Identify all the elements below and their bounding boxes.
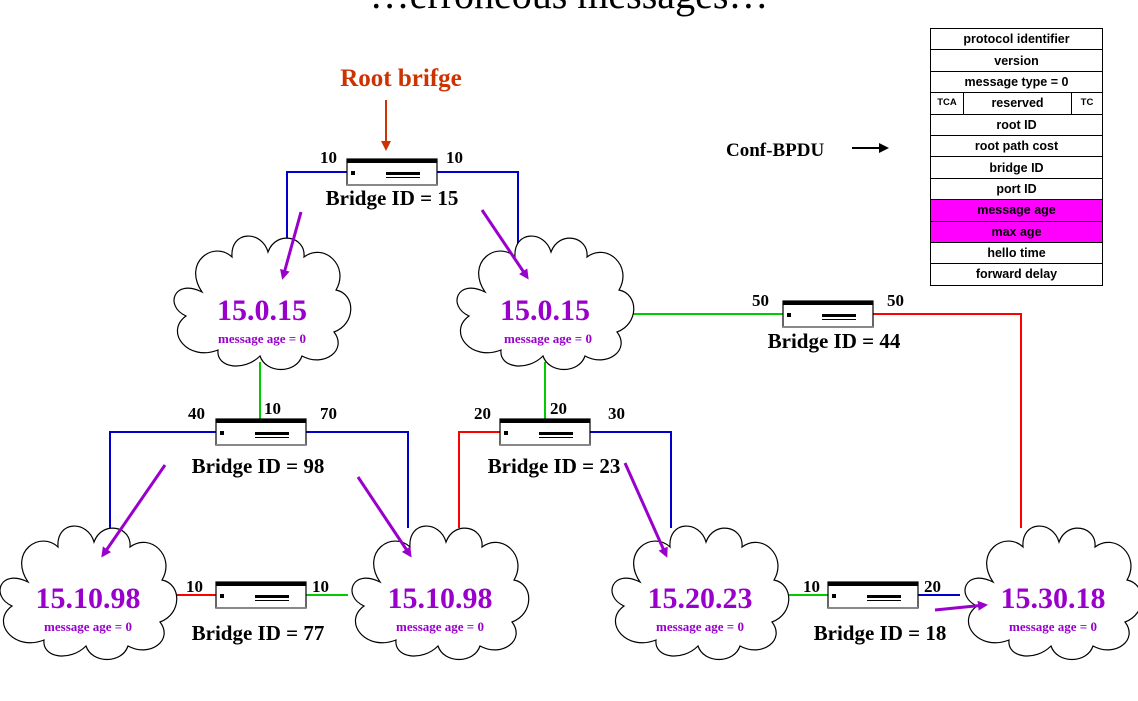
arrow-b15-lan2 (480, 209, 529, 280)
slide-title: …erroneous messages… (370, 0, 769, 17)
b98-port-top: 10 (264, 399, 281, 418)
arrow-b15-lan1 (280, 211, 303, 280)
b15-port-right: 10 (446, 148, 463, 167)
b23-port-right: 30 (608, 404, 625, 423)
link-b15-lan1 (286, 171, 347, 252)
lan2-sub: message age = 0 (504, 331, 592, 346)
link-b15-lan2 (436, 171, 519, 252)
field-root-path-cost: root path cost (930, 134, 1103, 158)
lan5-sub: message age = 0 (656, 619, 744, 634)
bridge-23-switch-icon (499, 418, 591, 446)
field-forward-delay: forward delay (930, 263, 1103, 286)
conf-bpdu-label: Conf-BPDU (726, 140, 824, 161)
b15-label: Bridge ID = 15 (326, 186, 459, 210)
field-root-id: root ID (930, 113, 1103, 136)
lan1-sub: message age = 0 (218, 331, 306, 346)
b44-port-left: 50 (752, 291, 769, 310)
field-port-id: port ID (930, 177, 1103, 201)
b18-port-right: 20 (924, 577, 941, 596)
lan2-name: 15.0.15 (500, 294, 590, 327)
bridge-77-switch-icon (215, 581, 307, 609)
link-b44-lan6 (872, 313, 1022, 528)
b77-port-right: 10 (312, 577, 329, 596)
b23-port-left: 20 (474, 404, 491, 423)
b44-label: Bridge ID = 44 (768, 329, 901, 353)
lan3-name: 15.10.98 (36, 582, 141, 615)
b23-port-top: 20 (550, 399, 567, 418)
b15-port-left: 10 (320, 148, 337, 167)
arrow-b98-lan3 (101, 464, 167, 558)
lan1-name: 15.0.15 (217, 294, 307, 327)
link-b98-lan4 (306, 431, 409, 528)
lan4-name: 15.10.98 (388, 582, 493, 615)
b98-port-right: 70 (320, 404, 337, 423)
bridge-98-switch-icon (215, 418, 307, 446)
lan-text: 15.0.15 message age = 0 15.0.15 message … (36, 294, 1106, 634)
field-message-age: message age (930, 199, 1103, 222)
b98-label: Bridge ID = 98 (192, 454, 325, 478)
b77-label: Bridge ID = 77 (192, 621, 325, 645)
b44-port-right: 50 (887, 291, 904, 310)
b18-port-left: 10 (803, 577, 820, 596)
b98-port-left: 40 (188, 404, 205, 423)
lan4-sub: message age = 0 (396, 619, 484, 634)
b18-label: Bridge ID = 18 (814, 621, 947, 645)
arrow-b98-lan4 (356, 476, 412, 558)
arrow-b18-lan6 (934, 600, 988, 612)
lan6-name: 15.30.18 (1001, 582, 1106, 615)
bpdu-format-table: protocol identifier version message type… (930, 27, 1103, 286)
field-protocol-identifier: protocol identifier (930, 27, 1103, 51)
field-bridge-id: bridge ID (930, 156, 1103, 179)
field-max-age: max age (930, 220, 1103, 243)
field-version: version (930, 49, 1103, 72)
b77-port-left: 10 (186, 577, 203, 596)
bridge-text: Bridge ID = 15 10 10 Bridge ID = 44 50 5… (186, 148, 946, 645)
root-bridge-label: Root brifge (340, 65, 462, 92)
field-hello-time: hello time (930, 241, 1103, 265)
lan5-name: 15.20.23 (648, 582, 753, 615)
field-tca: TCA (930, 92, 964, 115)
bpdu-arrows (101, 209, 988, 612)
link-b23-lan4 (458, 431, 500, 528)
bridge-15-switch-icon (346, 158, 438, 186)
arrow-b23-lan5 (623, 462, 668, 558)
link-b23-lan5 (590, 431, 672, 528)
link-b98-lan3 (109, 431, 216, 528)
bridge-18-switch-icon (827, 581, 919, 609)
field-message-type: message type = 0 (930, 70, 1103, 94)
bridge-44-switch-icon (782, 300, 874, 328)
lan6-sub: message age = 0 (1009, 619, 1097, 634)
links (109, 171, 1022, 596)
lan3-sub: message age = 0 (44, 619, 132, 634)
b23-label: Bridge ID = 23 (488, 454, 621, 478)
field-reserved: reserved (963, 92, 1072, 115)
field-tc: TC (1071, 92, 1103, 115)
